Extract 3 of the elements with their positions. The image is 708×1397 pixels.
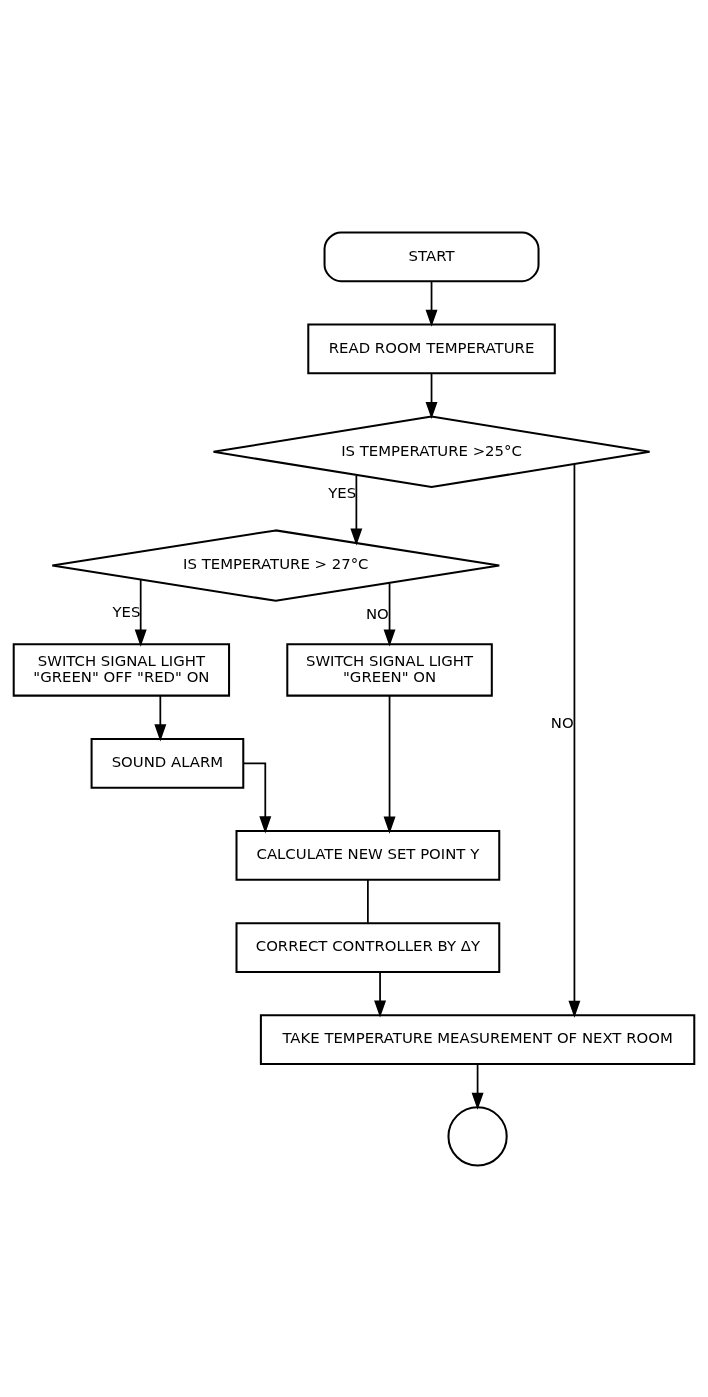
edge-label: NO: [365, 604, 389, 623]
edge-label: YES: [112, 602, 141, 621]
edge-label: NO: [550, 713, 574, 732]
